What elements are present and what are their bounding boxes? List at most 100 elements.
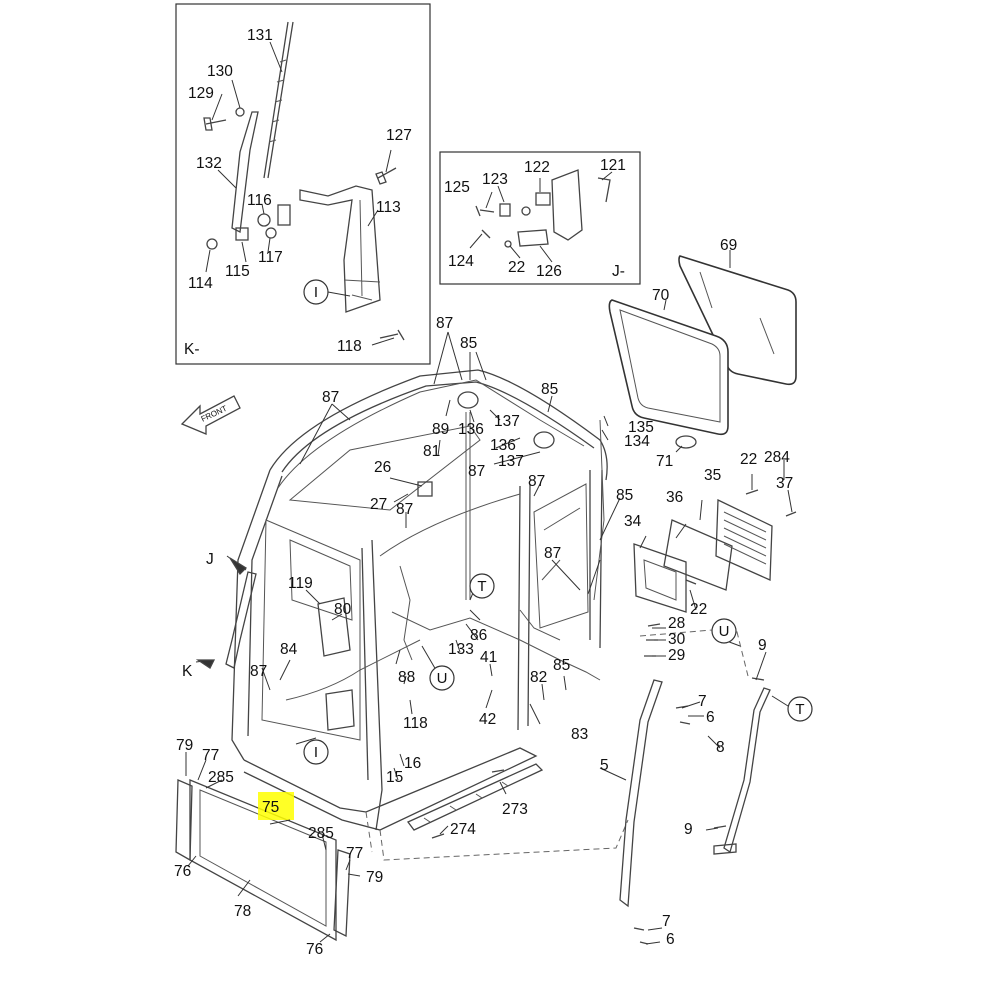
bracket-126 [517,229,549,247]
rear-window-assembly: 69 70 71 [608,237,797,470]
label-6-bottom: 6 [666,931,675,948]
highlight-75 [258,792,294,820]
label-130: 130 [207,63,233,80]
label-127: 127 [386,127,412,144]
label-16: 16 [404,755,421,772]
wiper-arm-132 [231,111,259,233]
view-marker-j: J [206,551,214,568]
label-83: 83 [571,726,588,743]
callout-u-center: U [429,665,455,691]
label-5: 5 [600,757,609,774]
label-79-bottom: 79 [366,869,383,886]
svg-text:U: U [437,670,448,687]
label-87-e: 87 [396,501,413,518]
bracket-small [277,204,291,226]
label-69: 69 [720,237,737,254]
harness-87 [277,379,601,701]
j-label-123: 123 [482,171,508,188]
j-label-126: 126 [536,263,562,280]
label-41: 41 [480,649,497,666]
label-7-top: 7 [698,693,707,710]
j-label-22: 22 [508,259,525,276]
label-85-right: 85 [541,381,558,398]
svg-text:I: I [314,744,318,761]
label-115: 115 [225,263,250,280]
label-76-bottom: 76 [306,941,323,958]
label-118: 118 [403,715,428,732]
label-84: 84 [280,641,298,658]
label-82: 82 [530,669,547,686]
label-80: 80 [334,601,352,618]
washer-117 [265,227,277,239]
label-87-top: 87 [436,315,453,332]
lamp-136-b [533,431,555,449]
label-8: 8 [716,739,725,756]
label-132: 132 [196,155,222,172]
label-284: 284 [764,449,790,466]
inset-k-frame [175,3,431,365]
label-9-top: 9 [758,637,767,654]
label-133: 133 [448,641,474,658]
cap-71 [675,435,697,449]
label-26: 26 [374,459,391,476]
label-119: 119 [288,575,313,592]
callout-u-right: U [711,618,737,644]
callout-t-top: T [469,573,495,599]
label-77-bottom: 77 [346,845,363,862]
label-85-f: 85 [616,487,633,504]
label-22-b: 22 [690,601,707,618]
part-123 [499,203,511,217]
latch-plate-121 [551,169,583,241]
callout-i-main: I [303,739,329,765]
inset-j-frame [439,151,641,285]
label-114: 114 [188,275,213,292]
beam-273 [406,763,544,831]
label-77-top: 77 [202,747,219,764]
seal-right-77 [333,849,351,938]
j-label-124: 124 [448,253,474,270]
label-274: 274 [450,821,476,838]
bolt-118-inset [379,329,405,341]
j-label-122: 122 [524,159,550,176]
label-37: 37 [776,475,793,492]
label-87-d: 87 [528,473,545,490]
label-34: 34 [624,513,642,530]
j-label-121: 121 [600,157,626,174]
label-27: 27 [370,496,387,513]
label-35: 35 [704,467,721,484]
label-135: 135 [628,419,654,436]
label-36: 36 [666,489,683,506]
label-6-top: 6 [706,709,715,726]
label-22-a: 22 [740,451,757,468]
screw-125 [475,205,495,217]
label-29: 29 [668,647,685,664]
seal-left-77 [175,779,193,862]
inset-k: I 131 130 129 132 116 127 113 114 115 11… [175,3,431,365]
label-285-top: 285 [208,769,234,786]
svg-text:I: I [314,284,318,301]
label-71: 71 [656,453,673,470]
label-87-left: 87 [322,389,339,406]
filter-35 [715,498,773,581]
label-137-b: 137 [498,453,524,470]
box-lower [325,689,355,731]
inset-k-tag: K- [184,341,200,358]
rod-8 [723,687,771,854]
label-87-c: 87 [468,463,485,480]
label-15: 15 [386,769,403,786]
svg-text:T: T [477,578,486,595]
gasket-36 [663,519,733,591]
label-75: 75 [262,799,279,816]
strap-5 [619,679,663,908]
label-9-bottom: 9 [684,821,693,838]
label-7-bottom: 7 [662,913,671,930]
label-136-a: 136 [458,421,484,438]
label-118-inset: 118 [337,338,362,355]
label-86: 86 [470,627,487,644]
panel-34 [633,543,687,613]
label-28: 28 [668,615,685,632]
label-134: 134 [624,433,650,450]
lamp-136-a [457,391,479,409]
label-116: 116 [247,192,272,209]
